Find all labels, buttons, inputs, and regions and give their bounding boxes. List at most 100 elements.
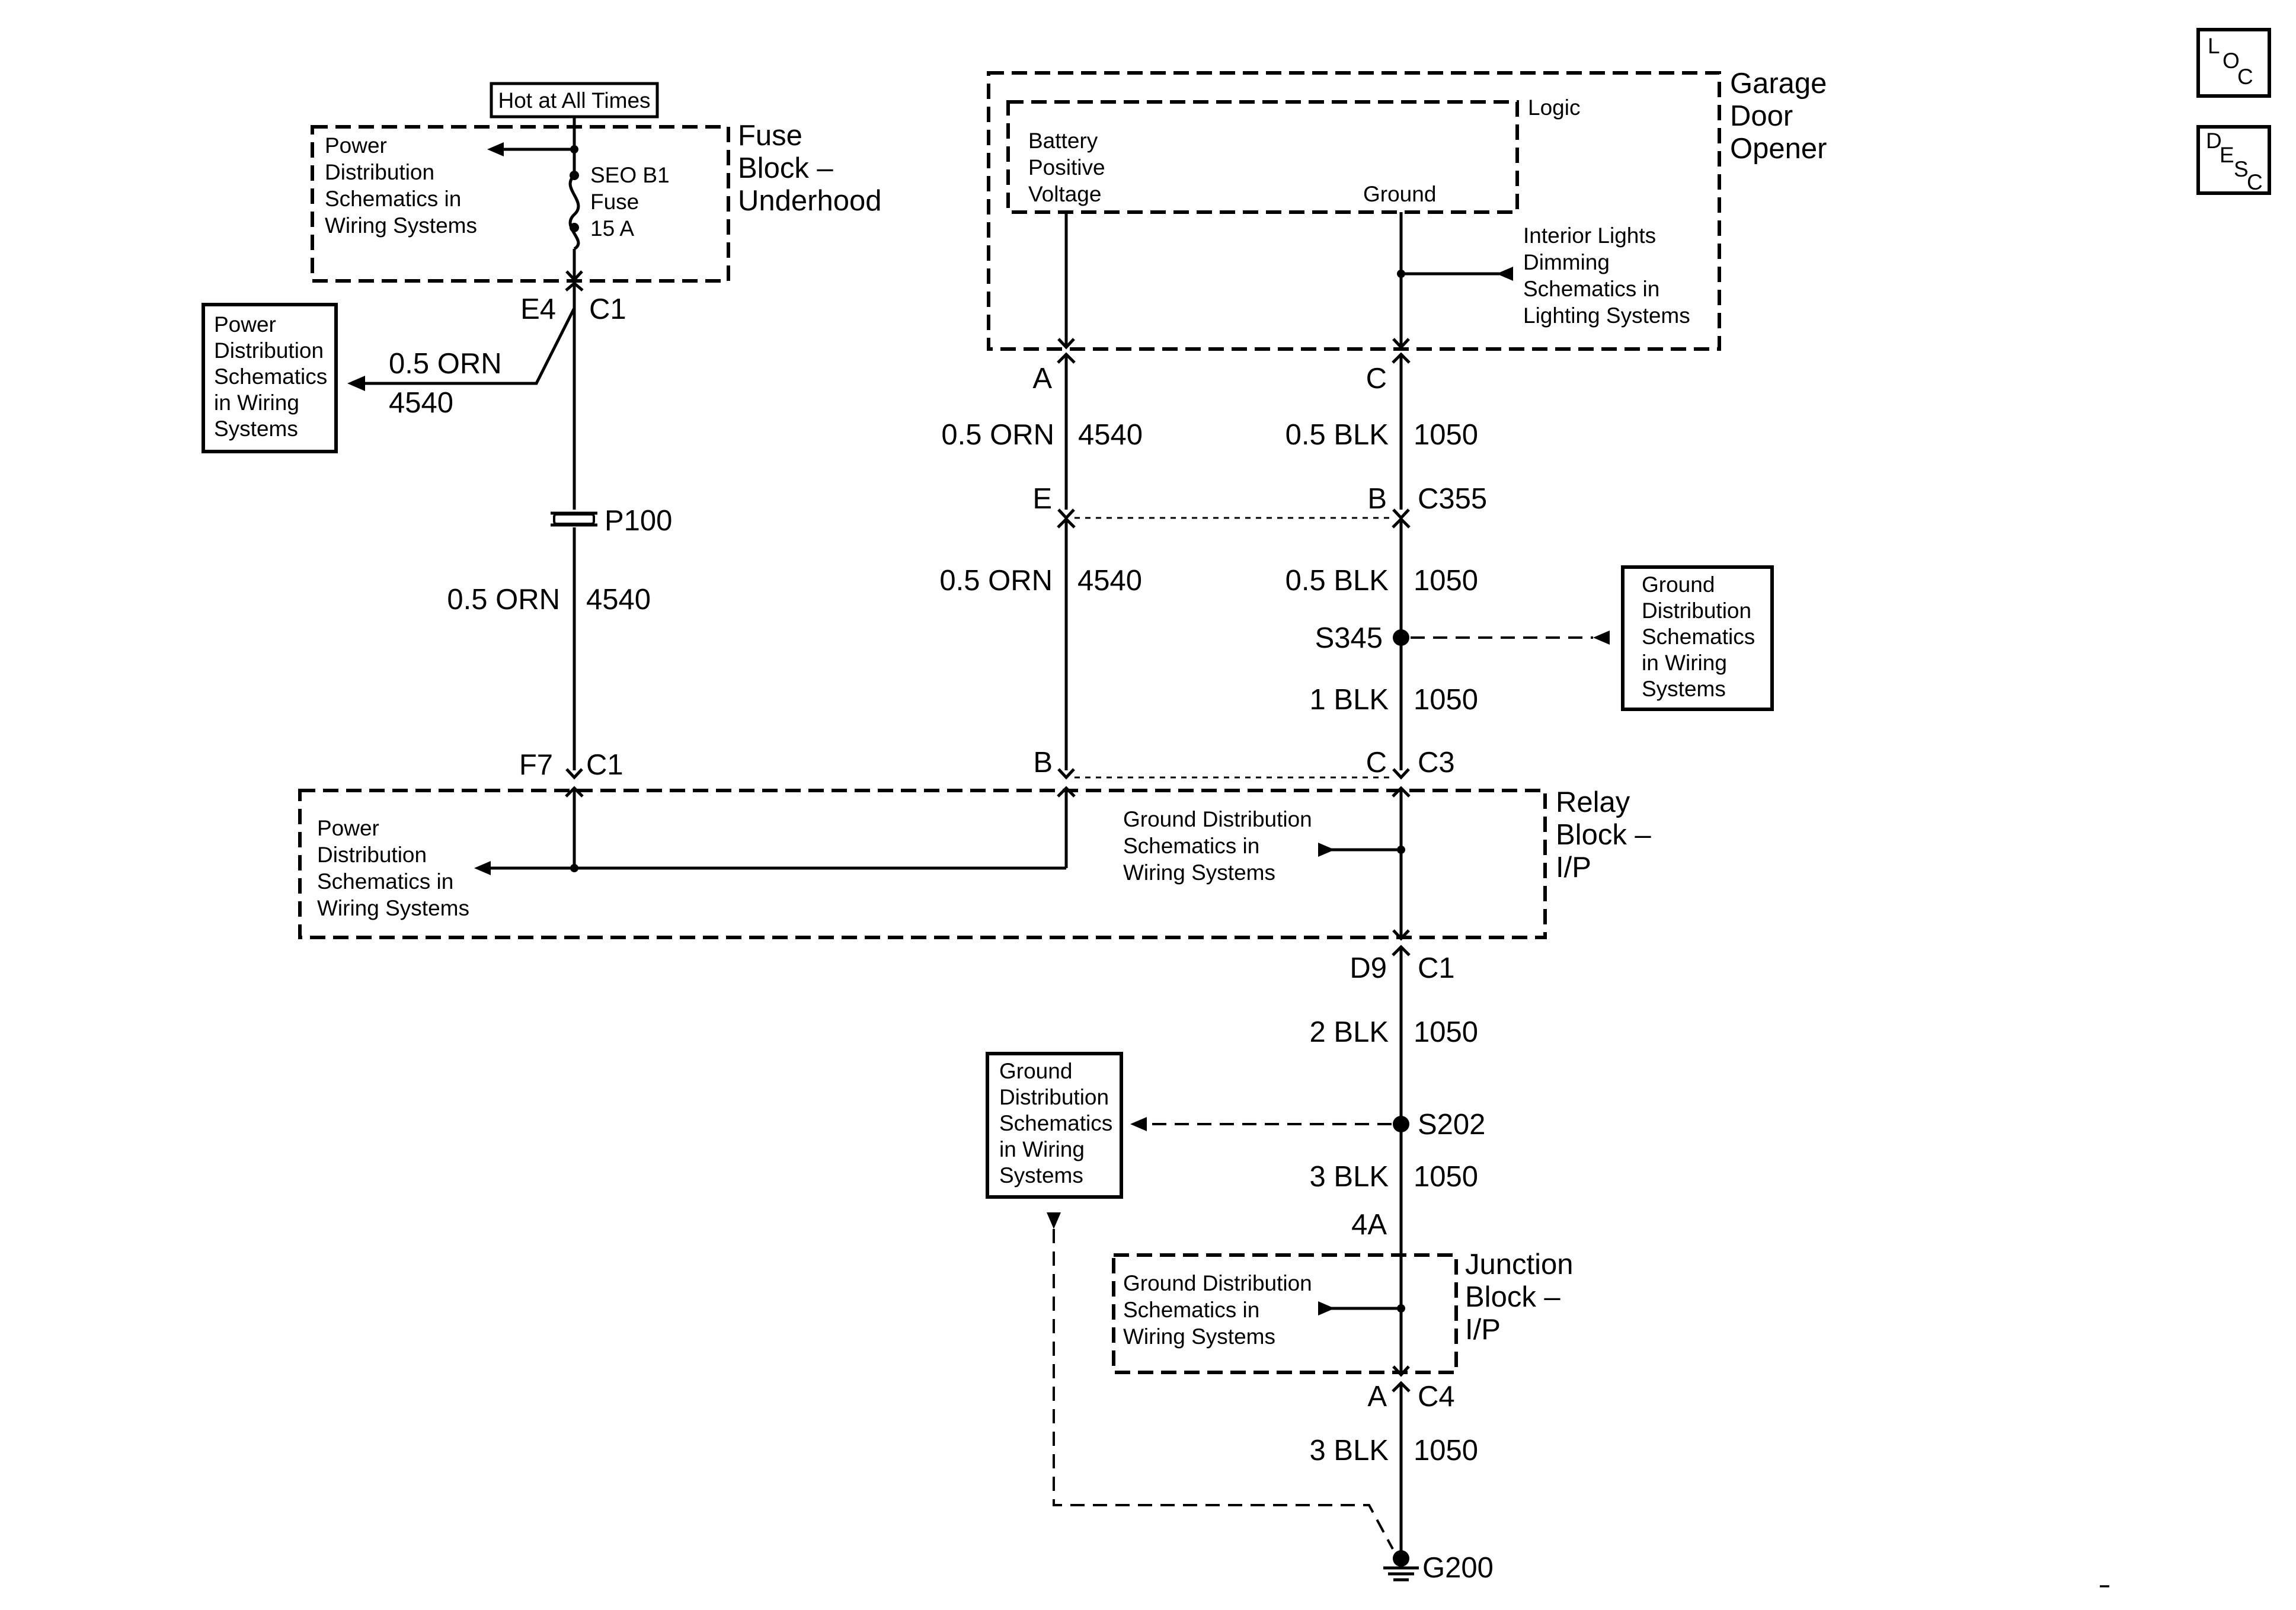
connector-c3-label: C3 <box>1418 747 1455 779</box>
svg-text:Power: Power <box>325 133 387 158</box>
wire-p100-gauge: 0.5 ORN <box>447 584 560 616</box>
wire-d9-circuit: 1050 <box>1414 1016 1478 1048</box>
svg-text:Interior Lights: Interior Lights <box>1523 223 1656 248</box>
svg-text:Ground: Ground <box>999 1059 1072 1083</box>
svg-text:Schematics in: Schematics in <box>1123 834 1259 858</box>
svg-text:Schematics in: Schematics in <box>1123 1298 1259 1322</box>
ground-label: Ground <box>1363 182 1436 206</box>
fuse-block-title: Fuse Block – Underhood <box>738 120 881 217</box>
relay-ground-distribution-ref[interactable]: Ground Distribution Schematics in Wiring… <box>1123 807 1312 885</box>
garage-door-opener: Garage Door Opener Logic Battery Positiv… <box>987 68 1827 351</box>
svg-text:Systems: Systems <box>999 1163 1083 1188</box>
svg-text:Ground Distribution: Ground Distribution <box>1123 1271 1312 1295</box>
svg-text:I/P: I/P <box>1465 1314 1501 1346</box>
splice-s202-label: S202 <box>1418 1109 1485 1141</box>
svg-text:C: C <box>2247 170 2263 194</box>
relay-block-ip: Relay Block – I/P Power Distribution Sch… <box>298 786 1651 939</box>
svg-text:L: L <box>2208 34 2220 58</box>
svg-text:Wiring Systems: Wiring Systems <box>325 213 477 238</box>
fuse-icon <box>568 174 580 251</box>
relay-block-outline <box>298 789 1547 939</box>
ground-distribution-ref-box-right[interactable]: Ground Distribution Schematics in Wiring… <box>1621 565 1774 711</box>
connector-c1-relay-label: C1 <box>586 749 623 781</box>
wire-a-circuit: 4540 <box>1078 419 1143 451</box>
svg-text:O: O <box>2223 49 2240 73</box>
wire-b-gauge: 0.5 BLK <box>1285 565 1389 597</box>
p100-label: P100 <box>605 505 672 537</box>
svg-text:in Wiring: in Wiring <box>214 391 299 415</box>
connector-e4-label: E4 <box>520 293 556 325</box>
hot-at-all-times-label: Hot at All Times <box>498 88 650 113</box>
logic-module-outline <box>1006 100 1519 214</box>
splice-s202-dot <box>1393 1116 1409 1132</box>
svg-text:Fuse: Fuse <box>738 120 802 152</box>
wire-b-circuit: 1050 <box>1414 565 1478 597</box>
wire-e-gauge: 0.5 ORN <box>939 565 1053 597</box>
svg-text:Opener: Opener <box>1730 133 1827 165</box>
hot-at-all-times-box <box>490 82 659 119</box>
wire-c-circuit: 1050 <box>1414 419 1478 451</box>
wire-c-gauge: 0.5 BLK <box>1285 419 1389 451</box>
wire-c4-gauge: 3 BLK <box>1310 1435 1389 1467</box>
junction-ground-distribution-ref[interactable]: Ground Distribution Schematics in Wiring… <box>1123 1271 1312 1349</box>
wire-p100-circuit: 4540 <box>586 584 651 616</box>
connector-c4-label: C4 <box>1418 1381 1455 1413</box>
svg-text:Schematics in: Schematics in <box>1523 277 1659 301</box>
svg-text:Block –: Block – <box>1465 1281 1560 1313</box>
svg-text:SEO B1: SEO B1 <box>590 163 670 187</box>
desc-icon[interactable]: D E S C <box>2196 125 2271 195</box>
svg-text:Junction: Junction <box>1465 1249 1574 1281</box>
connector-b-c355-label: B <box>1367 483 1387 515</box>
connector-a-c4-label: A <box>1367 1381 1387 1413</box>
interior-lights-dimming-ref[interactable]: Interior Lights Dimming Schematics in Li… <box>1523 223 1690 328</box>
svg-text:Wiring Systems: Wiring Systems <box>1123 1324 1275 1349</box>
svg-text:15 A: 15 A <box>590 216 634 241</box>
fuse-seo-b1-label: SEO B1 Fuse 15 A <box>590 163 670 241</box>
svg-text:Battery: Battery <box>1028 129 1098 153</box>
junction-block-title: Junction Block – I/P <box>1465 1249 1574 1346</box>
junction-block-ip: Junction Block – I/P Ground Distribution… <box>1112 1249 1574 1374</box>
connector-b-relay-label: B <box>1033 747 1053 779</box>
svg-text:Block –: Block – <box>1556 819 1651 851</box>
svg-text:Fuse: Fuse <box>590 190 639 214</box>
svg-text:Schematics in: Schematics in <box>325 187 461 211</box>
svg-text:Systems: Systems <box>1642 677 1726 701</box>
svg-text:Distribution: Distribution <box>214 338 324 363</box>
wire-a-gauge: 0.5 ORN <box>941 419 1054 451</box>
svg-text:Power: Power <box>317 816 379 840</box>
svg-text:Ground Distribution: Ground Distribution <box>1123 807 1312 831</box>
loc-icon[interactable]: L O C <box>2196 28 2271 98</box>
svg-text:D: D <box>2206 129 2222 153</box>
svg-text:Garage: Garage <box>1730 68 1827 100</box>
garage-door-opener-outline <box>987 71 1721 351</box>
relay-block-title: Relay Block – I/P <box>1556 786 1651 884</box>
p100-grommet-icon <box>551 511 597 527</box>
junction-block-outline <box>1112 1253 1458 1374</box>
svg-text:Schematics: Schematics <box>1642 625 1755 649</box>
wire-e-circuit: 4540 <box>1077 565 1142 597</box>
svg-text:Ground: Ground <box>1642 572 1715 597</box>
connector-c-top-label: C <box>1366 363 1387 395</box>
connector-a-label: A <box>1032 363 1052 395</box>
wire-d9-gauge: 2 BLK <box>1310 1016 1389 1048</box>
svg-text:Positive: Positive <box>1028 155 1105 180</box>
connector-c1-d9-label: C1 <box>1418 952 1455 984</box>
svg-text:Wiring Systems: Wiring Systems <box>317 896 469 920</box>
wire-branch-circuit: 4540 <box>389 387 453 419</box>
svg-text:Relay: Relay <box>1556 786 1630 818</box>
svg-text:Schematics: Schematics <box>999 1111 1112 1135</box>
relay-power-distribution-ref[interactable]: Power Distribution Schematics in Wiring … <box>317 816 469 920</box>
fuse-block-outline <box>311 125 730 283</box>
svg-text:Door: Door <box>1730 100 1793 132</box>
wire-c4-circuit: 1050 <box>1414 1435 1478 1467</box>
svg-text:in Wiring: in Wiring <box>999 1137 1085 1161</box>
wire-s345-circuit: 1050 <box>1414 684 1478 716</box>
svg-text:Systems: Systems <box>214 417 298 441</box>
power-distribution-ref-box[interactable]: Power Distribution Schematics in Wiring … <box>202 303 338 453</box>
logic-label: Logic <box>1528 95 1580 120</box>
connector-d9-label: D9 <box>1350 952 1387 984</box>
ground-distribution-ref-box-left[interactable]: Ground Distribution Schematics in Wiring… <box>986 1052 1123 1199</box>
svg-text:Lighting Systems: Lighting Systems <box>1523 303 1690 328</box>
fuse-block-power-distribution-ref[interactable]: Power Distribution Schematics in Wiring … <box>325 133 477 238</box>
